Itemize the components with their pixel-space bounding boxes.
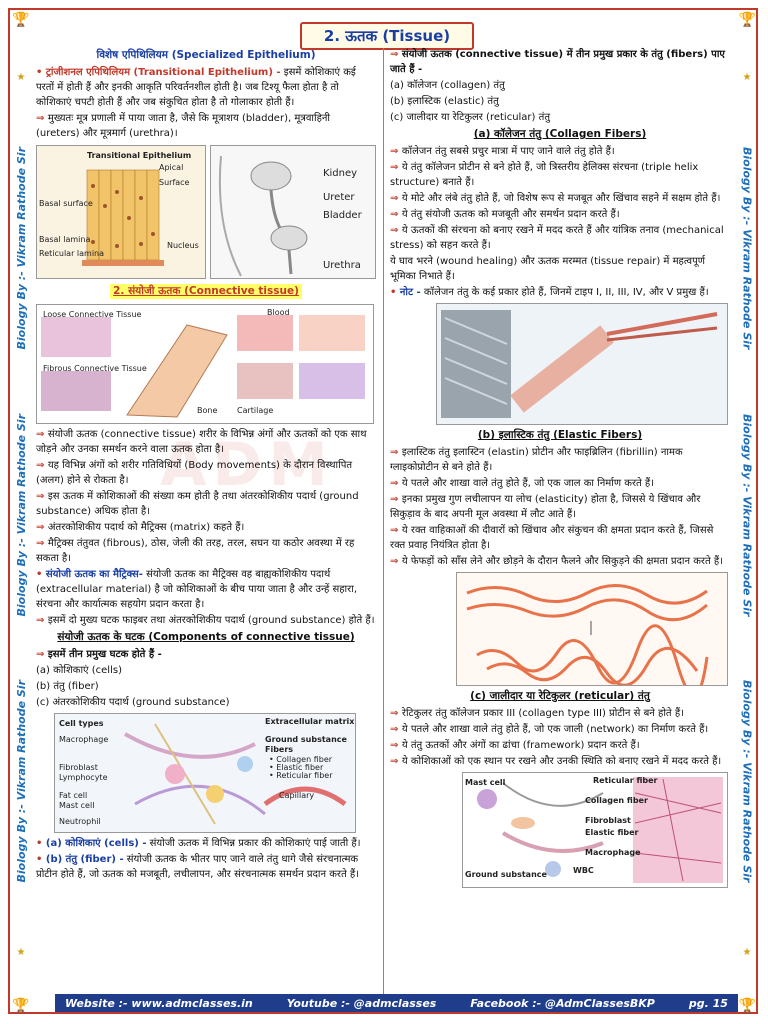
elastic-para-1: इलास्टिक तंतु इलास्टिन (elastin) प्रोटीन… [390,447,683,473]
transitional-epithelium-figure: Transitional Epithelium Apical Surface B… [36,145,206,279]
side-label: Biology By :- Vikram Rathode Sir [14,680,28,883]
epithelium-cells-illustration [82,169,164,266]
footer-website[interactable]: Website :- www.admclasses.in [65,996,253,1010]
collagen-title: (a) कॉलेजन तंतु (Collagen Fibers) [473,128,647,140]
collagen-fiber-figure [436,303,728,425]
star-icon: ★ [16,946,26,958]
matrix-heading: संयोजी ऊतक का मैट्रिक्स- [45,569,143,580]
side-label: Biology By :- Vikram Rathode Sir [740,413,754,617]
transitional-location-para: ⇒ मुख्यतः मूत्र प्रणाली में पाया जाता है… [36,113,331,139]
reticular-para-3: ये तंतु ऊतकों और अंगों का ढांचा (framewo… [401,740,640,751]
page-number: pg. 15 [688,996,728,1010]
reticular-fiber-illustration [477,777,723,883]
reticular-para-1: रेटिकुलर तंतु कॉलेजन प्रकार III (collage… [401,708,684,719]
components-title: संयोजी ऊतक के घटक (Components of connect… [57,631,355,643]
cells-para: • (a) कोशिकाएं (cells) - संयोजी ऊतक में … [36,838,361,849]
connective-tissue-figure: Loose Connective Tissue Fibrous Connecti… [36,304,374,424]
trophy-icon: 🏆 [12,998,30,1014]
matrix-para: • संयोजी ऊतक का मैट्रिक्स- संयोजी ऊतक का… [36,569,357,610]
reticular-para-2: ये पतले और शाखा वाले तंतु होते हैं, जो ए… [401,724,709,735]
connective-components-illustration [124,723,347,825]
page-title: 2. ऊतक (Tissue) [300,22,474,50]
elastic-para-4: ये रक्त वाहिकाओं की दीवारों को खिंचाव और… [390,525,714,551]
component-a: (a) कोशिकाएं (cells) [36,665,122,676]
specialized-epithelium-title: विशेष एपिथिलियम (Specialized Epithelium) [96,49,316,61]
star-icon: ★ [742,72,752,84]
right-side-banner: ★ Biology By :- Vikram Rathode Sir Biolo… [736,40,758,990]
collagen-para-3: ये मोटे और लंबे तंतु होते हैं, जो विशेष … [401,193,721,204]
right-column: ⇒ संयोजी ऊतक (connective tissue) में तीन… [390,46,730,891]
collagen-para-1: कॉलेजन तंतु सबसे प्रचुर मात्रा में पाए ज… [401,146,615,157]
reticular-para-4: ये कोशिकाओं को एक स्थान पर रखने और उनकी … [401,756,722,767]
footer-youtube[interactable]: Youtube :- @admclasses [286,996,437,1010]
elastic-para-3: इनका प्रमुख गुण लचीलापन या लोच (elastici… [390,494,701,520]
fiber-type-a: (a) कॉलेजन (collagen) तंतु [390,80,505,91]
collagen-para-4: ये तंतु संयोजी ऊतक को मजबूती और समर्थन प… [401,209,620,220]
collagen-fiber-illustration [441,310,718,418]
collagen-para-5: ये ऊतकों की संरचना को बनाए रखने में मदद … [390,225,724,251]
connective-para-2: यह विभिन्न अंगों को शरीर गतिविधियों (Bod… [36,460,353,486]
left-column: विशेष एपिथिलियम (Specialized Epithelium)… [36,46,376,883]
collagen-para-6: ये घाव भरने (wound healing) और ऊतक मरम्म… [390,256,705,282]
left-side-banner: ★ Biology By :- Vikram Rathode Sir Biolo… [10,40,32,990]
connective-tissue-title: 2. संयोजी ऊतक (Connective tissue) [110,284,302,299]
connective-para-4: अंतरकोशिकीय पदार्थ को मैट्रिक्स (matrix)… [47,522,245,533]
page-border [8,8,758,1014]
transitional-epithelium-para: • ट्रांजीशनल एपिथिलियम (Transitional Epi… [36,67,356,108]
watermark: ADM [160,430,334,500]
connective-para-1: संयोजी ऊतक (connective tissue) शरीर के व… [36,429,367,455]
connective-para-5: मैट्रिक्स तंतुवत (fibrous), ठोस, जेली की… [36,538,355,564]
reticular-fiber-figure: Mast cell Reticular fiber Collagen fiber… [462,772,728,888]
note-heading: नोट - [399,287,421,298]
side-label: Biology By :- Vikram Rathode Sir [14,413,28,617]
elastic-title: (b) इलास्टिक तंतु (Elastic Fibers) [477,429,643,441]
side-label: Biology By :- Vikram Rathode Sir [740,147,754,350]
side-label: Biology By :- Vikram Rathode Sir [14,147,28,350]
fiber-type-b: (b) इलास्टिक (elastic) तंतु [390,96,499,107]
side-label: Biology By :- Vikram Rathode Sir [740,680,754,883]
urinary-system-figure: Kidney Ureter Bladder Urethra [209,145,376,279]
elastic-fiber-illustration [466,583,709,685]
elastic-para-5: ये फेफड़ों को साँस लेने और छोड़ने के दौर… [401,556,723,567]
trophy-icon: 🏆 [738,998,756,1014]
component-c: (c) अंतरकोशिकीय पदार्थ (ground substance… [36,697,230,708]
fibers-intro: संयोजी ऊतक (connective tissue) में तीन प… [390,49,725,75]
footer-facebook[interactable]: Facebook :- @AdmClassesBKP [470,996,655,1010]
trophy-icon: 🏆 [738,12,756,28]
cells-heading: (a) कोशिकाएं (cells) - [45,838,147,849]
connective-components-figure: Cell types Macrophage Fibroblast Lymphoc… [54,713,356,833]
fiber-heading: (b) तंतु (fiber) - [45,854,124,865]
star-icon: ★ [16,72,26,84]
elastic-para-2: ये पतले और शाखा वाले तंतु होते हैं, जो ए… [401,478,655,489]
note-para: • नोट - कॉलेजन तंतु के कई प्रकार होते है… [390,287,709,298]
reticular-title: (c) जालीदार या रेटिकुलर (reticular) तंतु [470,690,650,702]
column-divider [383,48,384,1008]
fiber-type-c: (c) जालीदार या रेटिकुलर (reticular) तंतु [390,112,551,123]
fiber-para: • (b) तंतु (fiber) - संयोजी ऊतक के भीतर … [36,854,359,880]
transitional-heading: ट्रांजीशनल एपिथिलियम (Transitional Epith… [45,67,281,78]
trophy-icon: 🏆 [12,12,30,28]
star-icon: ★ [742,946,752,958]
urinary-system-illustration [218,155,308,277]
component-b: (b) तंतु (fiber) [36,681,99,692]
collagen-para-2: ये तंतु कॉलेजन प्रोटीन से बने होते हैं, … [390,162,699,188]
elastic-fiber-figure [456,572,728,686]
connective-para-3: इस ऊतक में कोशिकाओं की संख्या कम होती है… [36,491,359,517]
footer-bar: Website :- www.admclasses.in Youtube :- … [55,994,738,1012]
matrix-para-2: इसमें दो मुख्य घटक फाइबर तथा अंतरकोशिकीय… [47,615,375,626]
transitional-figures: Transitional Epithelium Apical Surface B… [36,142,376,282]
components-intro: इसमें तीन प्रमुख घटक होते हैं - [47,649,162,660]
connective-tissue-illustration [41,315,365,418]
